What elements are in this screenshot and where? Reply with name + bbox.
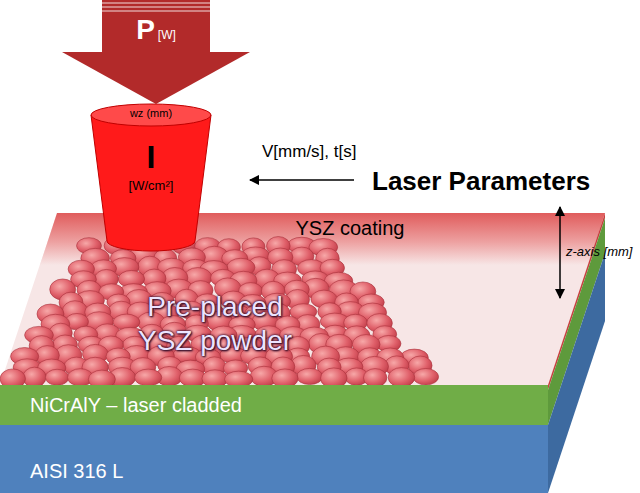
powder-particle [135, 369, 162, 386]
top-face [0, 213, 605, 385]
arrow-stripe [102, 10, 210, 11]
node-text: wz (mm) [130, 108, 172, 119]
substrate-band: AISI 316 L [0, 425, 548, 493]
node-text: [W/cm²] [129, 179, 174, 192]
side-substrate [548, 253, 605, 493]
scan-parameters: V[mm/s], t[s] [262, 142, 356, 162]
beam-top [91, 104, 211, 126]
powder-particle [413, 368, 439, 384]
powder-particle [45, 369, 68, 385]
label-text: V[mm/s], t[s] [262, 142, 356, 162]
laser-parameters-title: Laser Parameters [372, 166, 590, 197]
powder-particles [0, 235, 439, 389]
laser-beam: wz (mm) I [W/cm²] [88, 103, 214, 253]
arrow-stripe [102, 2, 210, 3]
axis-label: z-axis [mm] [566, 244, 632, 259]
node-text: YSZ coating [296, 217, 405, 240]
node-text: AISI 316 L [30, 460, 123, 483]
arrow-stripe [102, 6, 210, 7]
arrow-head [62, 52, 250, 104]
node-text: I [147, 141, 156, 173]
scan-arrow [250, 179, 354, 181]
laser-beam-outline [88, 103, 214, 253]
node-text: NiCrAlY – laser cladded [30, 394, 242, 417]
label-text: z-axis [mm] [566, 244, 632, 259]
cladding-band: NiCrAlY – laser cladded [0, 385, 548, 425]
power-arrow: P[W] [62, 0, 250, 104]
powder-layer: Pre-placed YSZ powder [110, 272, 320, 376]
node-text: [W] [158, 29, 176, 41]
label-text: Laser Parameters [372, 166, 590, 197]
node-text: P [136, 16, 155, 44]
z-axis-arrow [559, 207, 561, 298]
coating-band: YSZ coating [240, 213, 460, 243]
powder-particle [297, 368, 323, 384]
node-text: Pre-placed YSZ powder [125, 290, 305, 357]
power-arrow-outline [62, 0, 250, 104]
arrow-shaft [102, 0, 210, 53]
beam-body [91, 115, 211, 251]
